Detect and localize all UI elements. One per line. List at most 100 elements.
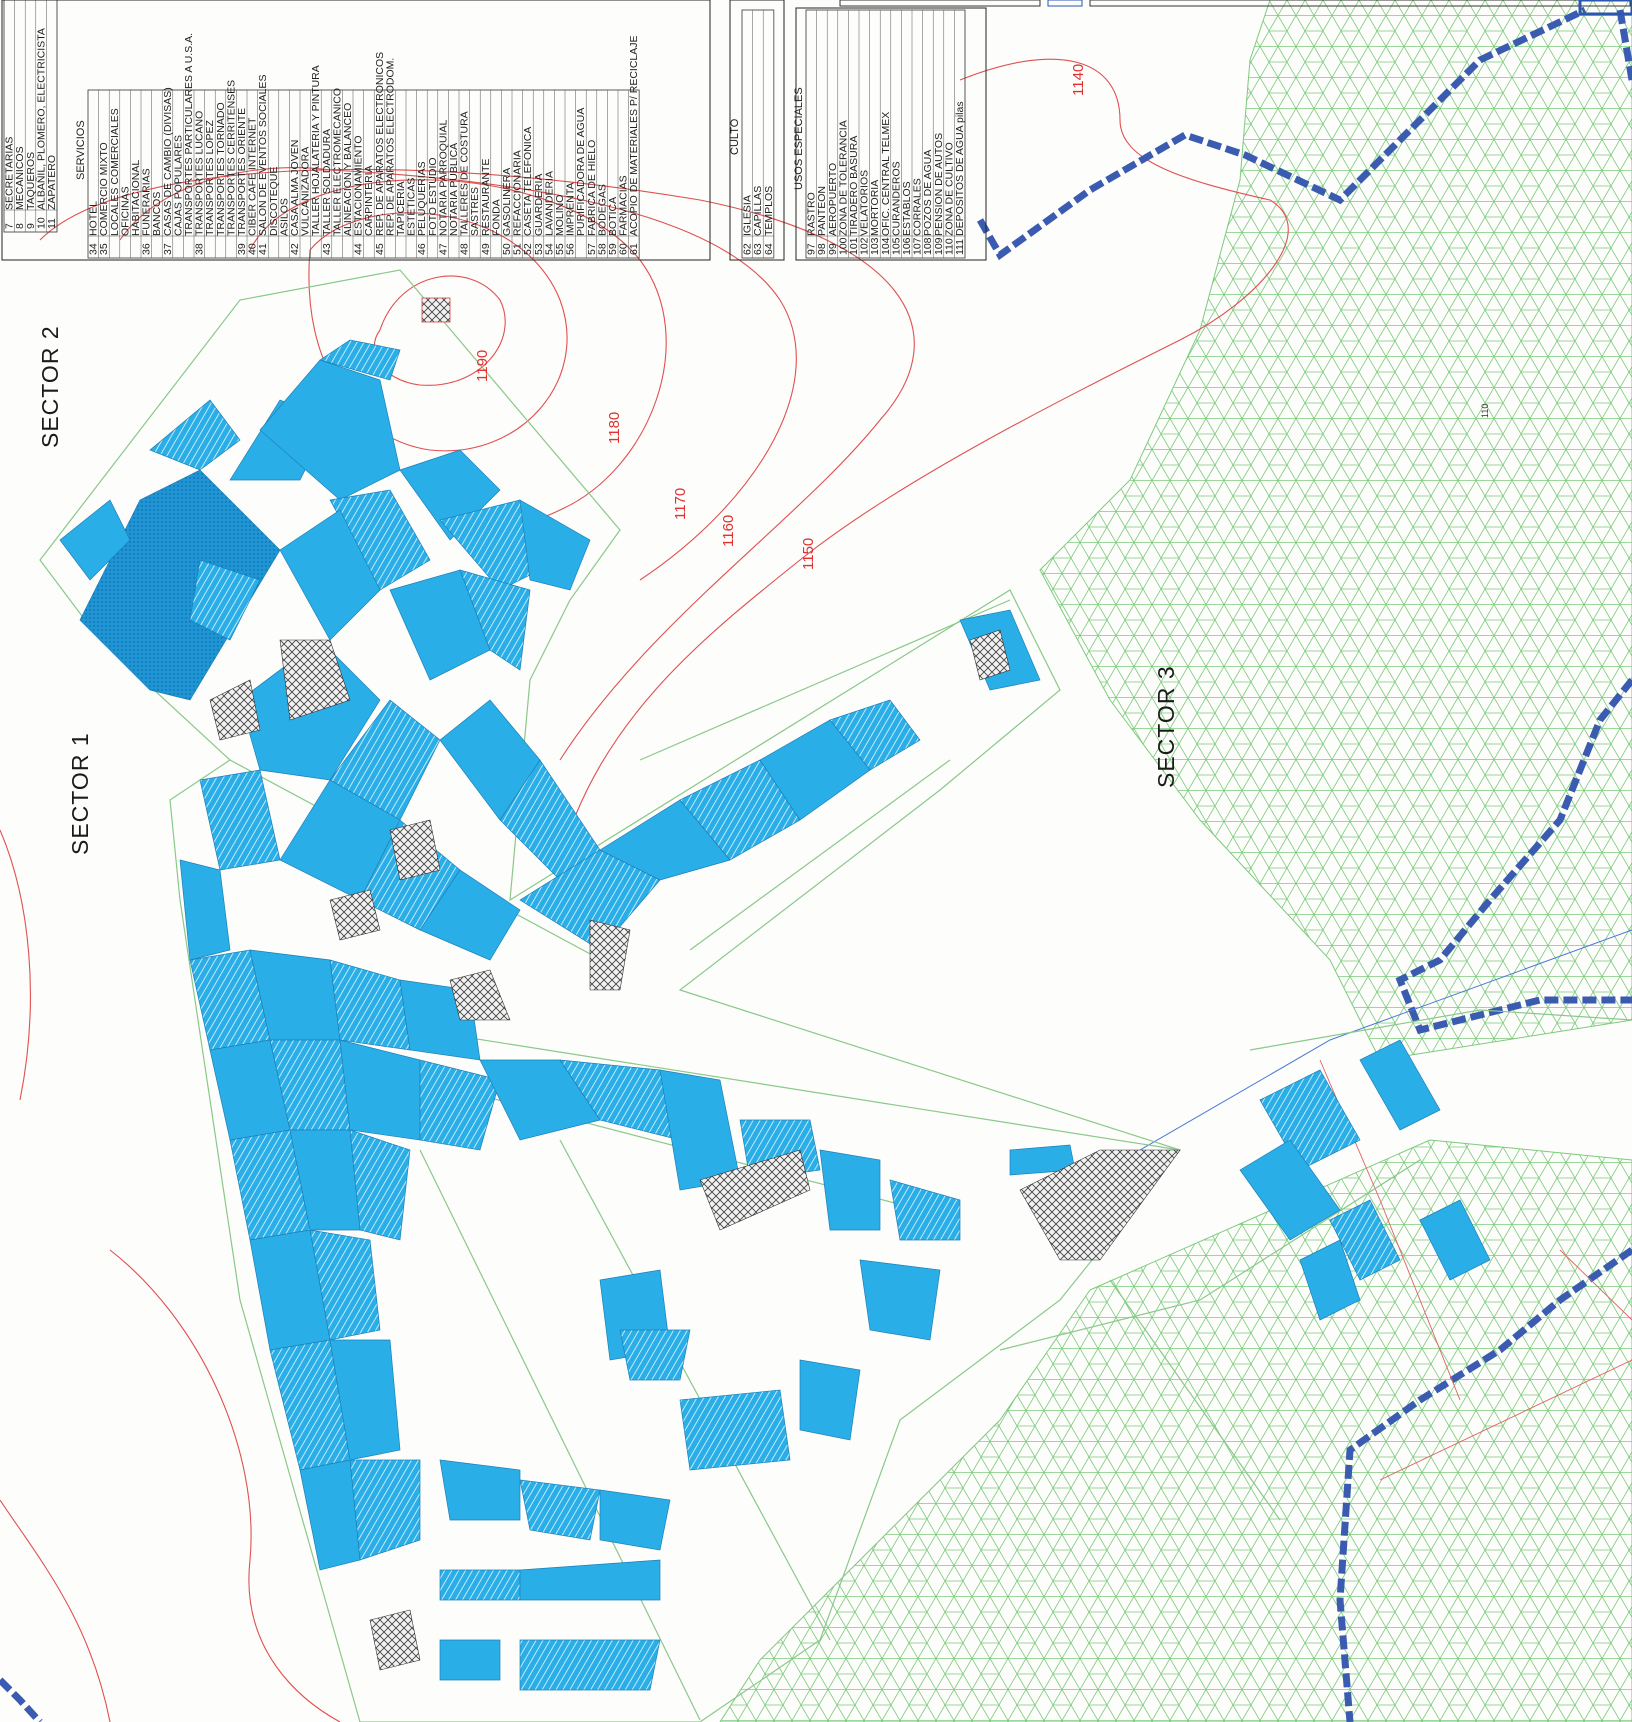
legend-row-label: OFICINAS <box>119 186 131 236</box>
legend-row-number: 41 <box>257 243 269 255</box>
legend-row-label: ACOPIO DE MATERIALES P/ RECICLAJE <box>628 35 640 236</box>
legend-row-number: 100 <box>837 237 849 255</box>
legend-row-number: 111 <box>954 239 966 255</box>
legend-row-label: REP. DE APARATOS ELECTRONICOS <box>374 52 386 236</box>
legend-row-label: FUNERARIAS <box>141 168 153 236</box>
legend-row-number: 39 <box>236 243 248 255</box>
legend-row-number: 105 <box>890 237 902 255</box>
legend-row-number: 61 <box>628 243 640 255</box>
legend-top-column: 7SECRETARIAS8MECANICOS9TAQUEROS10ALBAÑIL… <box>3 0 58 233</box>
legend-row-number: 49 <box>480 243 492 255</box>
legend-row-number: 58 <box>596 243 608 255</box>
legend-row-label: FOTO ESTUDIO <box>427 157 439 236</box>
cultivation-zone-south <box>719 1139 1632 1722</box>
legend-row-number: 63 <box>752 243 764 255</box>
legend-row-label: CAJAS POPULARES <box>172 135 184 236</box>
parcels-east-cluster <box>1239 1039 1491 1321</box>
legend-row-label: NOTARIA PUBLICA <box>448 143 460 236</box>
municipal-boundary <box>0 6 1632 1722</box>
legend-row-label: SALON DE EVENTOS SOCIALES <box>257 75 269 236</box>
legend-row-number: 7 <box>4 223 16 229</box>
legend-row-label: TALLER SOLDADURA <box>321 129 333 236</box>
legend-row-label: TALLER HOJALATERIA Y PINTURA <box>310 65 322 236</box>
legend-row-label: ESTABLOS <box>901 181 913 236</box>
legend-row-label: PURIFICADORA DE AGUA <box>575 108 587 236</box>
legend-row-label: FARMACIAS <box>618 175 630 236</box>
parcels-south <box>439 1269 861 1691</box>
legend-row-number: 55 <box>554 243 566 255</box>
legend-row-number: 51 <box>512 243 524 255</box>
legend-row-label: CORRALES <box>912 178 924 236</box>
legend-row-number: 10 <box>35 217 47 229</box>
legend-row-label: CARPINTERIA <box>363 165 375 236</box>
legend-row-label: BOTICA <box>607 197 619 236</box>
legend-row-label: COMERCIO MIXTO <box>98 142 110 236</box>
legend-row-label: NOTARIA PARROQUIAL <box>437 120 449 236</box>
legend-row-label: GUARDERIA <box>533 174 545 236</box>
legend-row-number: 44 <box>353 243 365 255</box>
legend-row-label: VULCANIZADORA <box>300 147 312 236</box>
legend-row-label: TAQUEROS <box>25 152 37 210</box>
legend-row-label: MORTORIA <box>869 180 881 236</box>
parcels-sector-2 <box>59 339 591 701</box>
legend-row-label: ESTETICAS <box>406 178 418 236</box>
contour-label-1190: 1190 <box>474 350 491 382</box>
legend-row-number: 108 <box>922 237 934 255</box>
legend-row-label: ZONA DE TOLERANCIA <box>837 120 849 236</box>
legend-row-label: ASILOS <box>278 198 290 236</box>
legend-row-number: 109 <box>933 237 945 255</box>
legend-row-label: TIRADERO BASURA <box>848 136 860 236</box>
legend-row-number: 62 <box>742 243 754 255</box>
legend-row-number: 54 <box>543 243 555 255</box>
legend-row-number: 8 <box>14 223 26 229</box>
sector-1-label: SECTOR 1 <box>67 732 93 855</box>
legend-row-number: 103 <box>869 237 881 255</box>
legend-row-number: 106 <box>901 237 913 255</box>
legend-row-number: 40 <box>247 243 259 255</box>
legend-row-number: 53 <box>533 243 545 255</box>
legend-row-label: LAVANDERIA <box>543 171 555 236</box>
legend-row-label: TRANSPORTES LUCANO <box>194 111 206 236</box>
parcels-sector-1 <box>179 639 601 1571</box>
legend-section-title: SERVICIOS <box>75 120 87 180</box>
legend-row-label: DEPOSITOS DE AGUA pilas <box>954 101 966 236</box>
cultivation-zone-east <box>1039 0 1632 1061</box>
legend-row-label: CASA ALMA JOVEN <box>289 140 301 236</box>
legend-row-label: TALLERES DE COSTURA <box>459 111 471 236</box>
legend-row-label: ALINEACION Y BALANCEO <box>342 103 354 236</box>
plaza-marker <box>421 297 451 323</box>
legend-row-number: 9 <box>25 223 37 229</box>
legend-row-label: CASETA TELEFONICA <box>522 127 534 236</box>
contour-label-1180: 1180 <box>606 412 623 444</box>
legend-row-label: TAPICERIA <box>395 181 407 236</box>
legend-row-label: CIBER CAFE INTERNET <box>247 117 259 236</box>
legend-row-label: HOTEL <box>88 201 100 236</box>
legend-row-label: PELUQUERIAS <box>416 161 428 236</box>
legend-row-number: 48 <box>459 243 471 255</box>
legend-row-label: ALBAÑIL, PLOMERO, ELECTRICISTA <box>34 28 47 210</box>
legend-row-label: VELATORIOS <box>859 170 871 236</box>
legend-row-label: BANCOS <box>151 192 163 236</box>
legend-row-label: CAPILLAS <box>752 186 764 236</box>
legend-row-label: CURANDEROS <box>890 161 902 236</box>
contour-label-1160: 1160 <box>720 515 737 547</box>
legend-row-label: REP. DE APARATOS ELECTRODOM. <box>384 58 396 236</box>
legend-row-label: TEMPLOS <box>763 186 775 236</box>
legend-row-label: ESTACIONAMIENTO <box>353 135 365 236</box>
legend-row-number: 37 <box>162 243 174 255</box>
reference-lines <box>1139 929 1632 1151</box>
legend-row-number: 104 <box>880 237 892 255</box>
legend-section-title: CULTO <box>729 118 741 155</box>
contour-label-1170: 1170 <box>672 488 689 520</box>
legend-row-label: ZAPATERO <box>46 155 58 210</box>
legend-row-label: TALLER ELECTROMECANICO <box>331 88 343 236</box>
legend-row-label: HABITACIONAL <box>130 160 142 236</box>
legend-row-label: POZOS DE AGUA <box>922 150 934 236</box>
legend-row-number: 101 <box>848 237 860 255</box>
legend-row-label: TRANSPORTES TORNADO <box>215 102 227 236</box>
legend-row-label: RASTRO <box>806 192 818 236</box>
legend-row-number: 45 <box>374 243 386 255</box>
legend-row-label: PANTEON <box>816 186 828 236</box>
legend-row-number: 64 <box>763 243 775 255</box>
